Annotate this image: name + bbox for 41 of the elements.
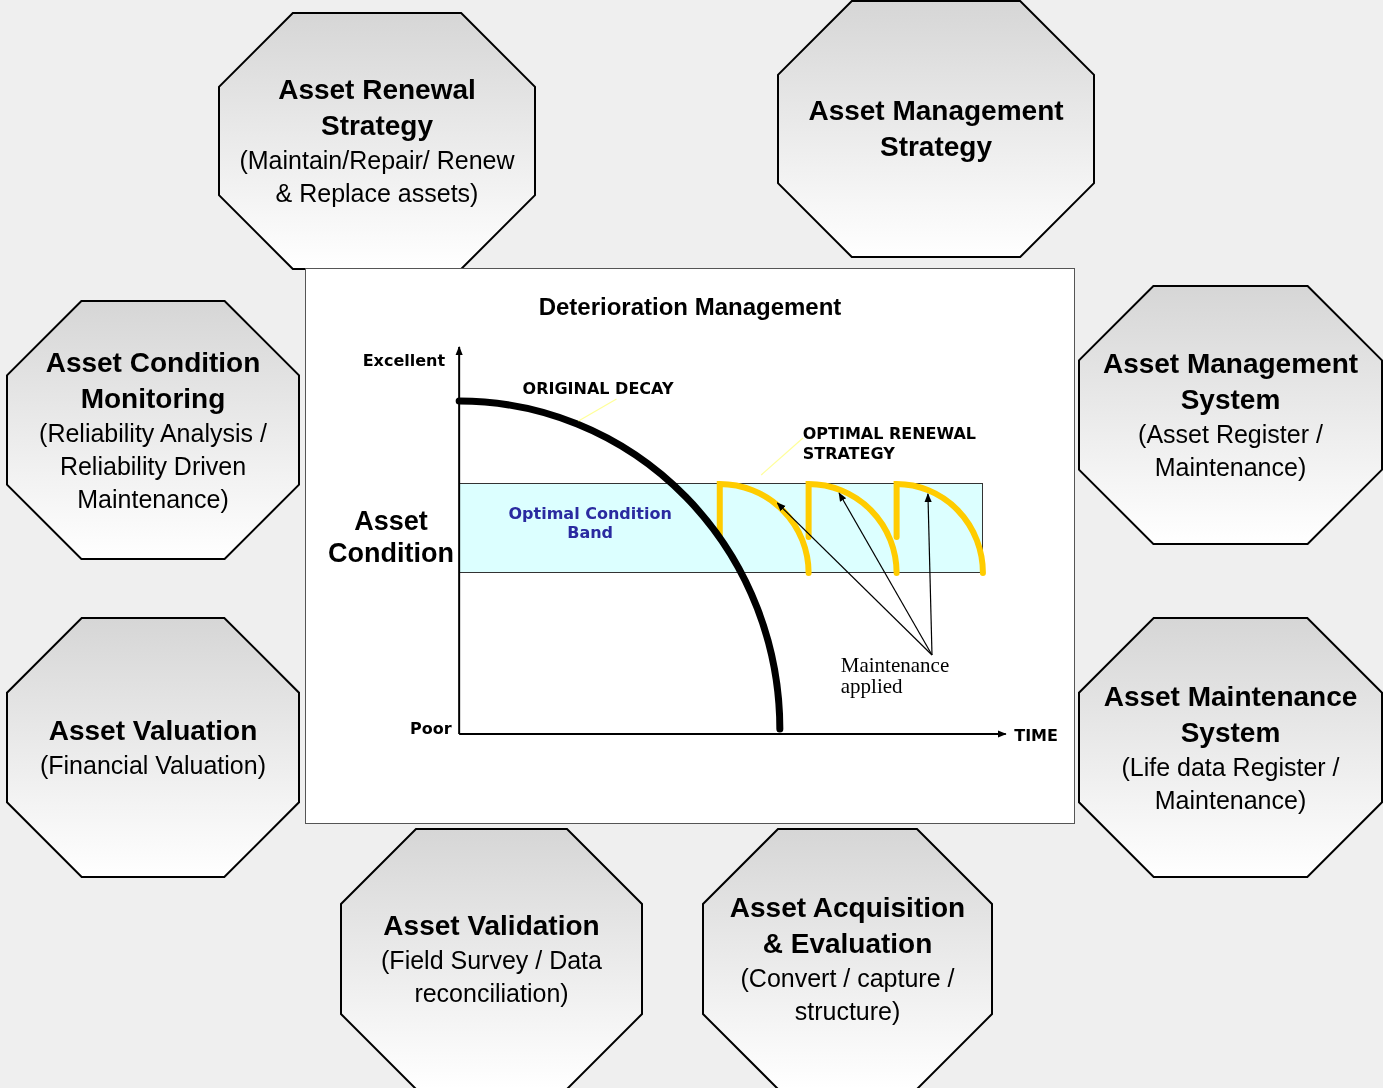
box-text: (Field Survey / Data reconciliation) [380, 945, 603, 1009]
arrow [838, 492, 933, 656]
box-title: Asset Renewal Strategy [277, 73, 477, 143]
octagon-box [6, 617, 300, 878]
box-title: Asset Management Strategy [807, 94, 1065, 164]
leader-line [577, 398, 618, 422]
octagon-box [6, 300, 300, 560]
box-text: (Convert / capture / structure) [739, 963, 956, 1027]
arrow [776, 502, 933, 656]
chart-title: Deterioration Management [537, 293, 843, 321]
box-text: (Life data Register / Maintenance) [1120, 751, 1341, 816]
octagon-box [1078, 285, 1383, 545]
box-title: Asset Management System [1101, 347, 1360, 417]
axis-label: Excellent [362, 351, 446, 370]
renewal-curve [716, 481, 987, 576]
box-title: Asset Condition Monitoring [44, 345, 262, 416]
axis-label: Poor [410, 719, 452, 738]
chart-panel [305, 268, 1075, 824]
octagon-box [340, 828, 643, 1088]
axis-title: Asset Condition [327, 505, 455, 569]
band-label: Optimal Condition Band [507, 504, 673, 542]
box-title: Asset Acquisition & Evaluation [728, 891, 967, 961]
chart-annotation: OPTIMAL RENEWAL STRATEGY [802, 424, 993, 464]
box-title: Asset Valuation [48, 714, 258, 748]
octagon-box [777, 0, 1095, 258]
condition-band [459, 483, 983, 573]
octagon-box [218, 12, 536, 270]
octagon-box [702, 828, 993, 1088]
chart-annotation: ORIGINAL DECAY [522, 379, 693, 399]
box-text: (Maintain/Repair/ Renew & Replace assets) [238, 145, 516, 209]
octagon-box [1078, 617, 1383, 878]
box-text: (Asset Register / Maintenance) [1137, 419, 1324, 483]
chart-annotation: Maintenance applied [840, 655, 971, 697]
leader-line [760, 437, 804, 476]
arrow [924, 493, 933, 656]
box-text: (Reliability Analysis / Reliability Driven Maintenance) [38, 417, 268, 515]
box-title: Asset Maintenance System [1102, 679, 1359, 750]
box-title: Asset Validation [383, 909, 600, 943]
box-text: (Financial Valuation) [39, 750, 266, 781]
axis-label: TIME [1014, 726, 1058, 745]
decay-curve [455, 397, 784, 733]
